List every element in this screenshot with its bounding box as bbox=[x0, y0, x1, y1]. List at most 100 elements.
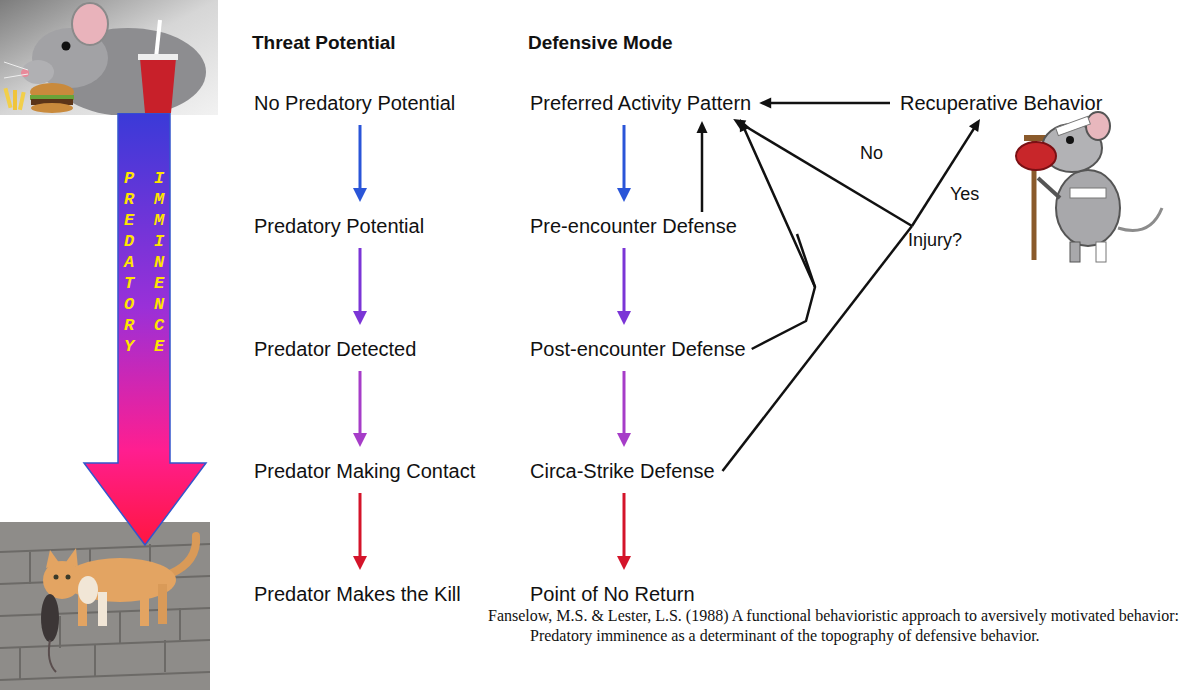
stage-text: Predator Makes the Kill bbox=[254, 582, 461, 606]
fries-part bbox=[13, 90, 17, 110]
stage-label: Predator Making Contact bbox=[252, 459, 477, 483]
connector-arrow bbox=[723, 226, 913, 471]
rat-eating-photo bbox=[0, 0, 218, 115]
arrow-head bbox=[353, 311, 367, 325]
connector-arrow bbox=[353, 248, 367, 325]
rat-figure-part bbox=[62, 42, 71, 51]
cat-figure-part bbox=[46, 550, 60, 568]
cartoon-rat-body-part bbox=[1086, 112, 1110, 140]
axis-letters: PREDATORY bbox=[124, 168, 141, 547]
stage-label: Preferred Activity Pattern bbox=[528, 91, 753, 115]
column-header: Defensive Mode bbox=[528, 31, 673, 55]
cat-with-rat-photo-part bbox=[0, 522, 210, 690]
cartoon-rat-body bbox=[1016, 112, 1162, 262]
connector-line bbox=[912, 126, 976, 226]
column-header: Threat Potential bbox=[252, 31, 396, 55]
rat-figure-part bbox=[72, 3, 108, 45]
arrow-head bbox=[353, 556, 367, 570]
cartoon-rat-body-part bbox=[1070, 188, 1106, 198]
stage-label: Circa-Strike Defense bbox=[528, 459, 717, 483]
drink-cup-part bbox=[140, 58, 176, 113]
cat-figure-part bbox=[140, 588, 149, 626]
connector-arrow bbox=[617, 248, 631, 325]
connector-line bbox=[768, 102, 890, 105]
roof-shingles-part bbox=[179, 608, 181, 640]
roof-shingles-part bbox=[59, 616, 61, 648]
roof-shingles-part bbox=[0, 640, 210, 648]
stage-label: Recuperative Behavior bbox=[898, 91, 1104, 115]
connector-line bbox=[623, 125, 626, 192]
stage-label: Point of No Return bbox=[528, 582, 697, 606]
stage-text: Point of No Return bbox=[530, 582, 695, 606]
rat-figure-part bbox=[22, 60, 54, 84]
branch-label: Yes bbox=[948, 183, 981, 205]
stage-text: Predator Making Contact bbox=[254, 459, 475, 483]
cartoon-rat-body-part bbox=[1066, 136, 1074, 144]
roof-shingles-part bbox=[94, 644, 96, 676]
arrow-head bbox=[617, 188, 631, 202]
drink-cup-part bbox=[138, 54, 178, 60]
connector-line bbox=[359, 493, 362, 560]
cartoon-rat-body-part bbox=[1118, 208, 1162, 231]
arrow-head bbox=[617, 433, 631, 447]
cat-figure-part bbox=[78, 576, 98, 604]
connector-arrow bbox=[353, 125, 367, 202]
cartoon-rat-body-part bbox=[1056, 116, 1091, 135]
burger bbox=[30, 83, 74, 113]
connector-line bbox=[743, 127, 815, 349]
fries bbox=[3, 88, 25, 110]
stage-text: Circa-Strike Defense bbox=[530, 459, 715, 483]
stage-text: Post-encounter Defense bbox=[530, 337, 746, 361]
stage-label: Pre-encounter Defense bbox=[528, 214, 739, 238]
connector-line bbox=[701, 129, 704, 212]
roof-shingles bbox=[0, 544, 210, 680]
drink-cup-part bbox=[156, 20, 160, 58]
connector-arrow bbox=[617, 125, 631, 202]
cat-figure-part bbox=[170, 536, 196, 574]
cat-figure bbox=[43, 536, 196, 626]
stage-text: Predatory Potential bbox=[254, 214, 424, 238]
burger-part bbox=[30, 83, 74, 101]
connector-arrow bbox=[733, 119, 912, 226]
arrow-head bbox=[617, 311, 631, 325]
decision-point: Injury? bbox=[906, 228, 964, 252]
arrow-head bbox=[617, 556, 631, 570]
stage-text: Preferred Activity Pattern bbox=[530, 91, 751, 115]
connector-arrow bbox=[759, 98, 890, 109]
connector-arrow bbox=[353, 371, 367, 447]
cat-figure-part bbox=[54, 575, 59, 580]
connector-arrow bbox=[740, 119, 815, 349]
connector-line bbox=[623, 371, 626, 437]
stage-text: Recuperative Behavior bbox=[900, 91, 1102, 115]
cat-figure-part bbox=[98, 592, 107, 626]
connector-line bbox=[359, 371, 362, 437]
citation-caption: Fanselow, M.S. & Lester, L.S. (1988) A f… bbox=[488, 606, 1188, 646]
cartoon-rat-body-part bbox=[1016, 142, 1056, 170]
cartoon-rat-body-part bbox=[1096, 242, 1106, 262]
cat-figure-part bbox=[158, 584, 167, 624]
roof-shingles-part bbox=[119, 612, 121, 644]
stage-label: No Predatory Potential bbox=[252, 91, 457, 115]
imminence-arrow: PREDATORY IMMINENCE bbox=[82, 113, 208, 547]
caught-rat-part bbox=[49, 640, 56, 672]
stage-text: Injury? bbox=[908, 228, 962, 252]
burger-part bbox=[31, 103, 73, 113]
connector-line bbox=[740, 123, 912, 226]
arrow-head bbox=[697, 121, 708, 133]
drink-cup bbox=[138, 20, 178, 113]
fries-part bbox=[3, 88, 12, 108]
connector-arrow bbox=[617, 493, 631, 570]
fries-part bbox=[18, 92, 26, 110]
cat-with-rat-photo bbox=[0, 522, 210, 690]
rat-eating-photo-part bbox=[0, 0, 218, 115]
connector-arrow bbox=[697, 121, 708, 212]
arrow-head bbox=[733, 119, 746, 130]
branch-label: No bbox=[858, 142, 885, 164]
roof-shingles-part bbox=[0, 672, 210, 680]
cat-figure-part bbox=[66, 575, 71, 580]
arrow-head bbox=[759, 98, 771, 109]
injured-rat-cartoon bbox=[1000, 108, 1168, 268]
stage-text: Predator Detected bbox=[254, 337, 416, 361]
arrow-shape bbox=[82, 113, 208, 547]
axis-letters: IMMINENCE bbox=[154, 168, 171, 547]
